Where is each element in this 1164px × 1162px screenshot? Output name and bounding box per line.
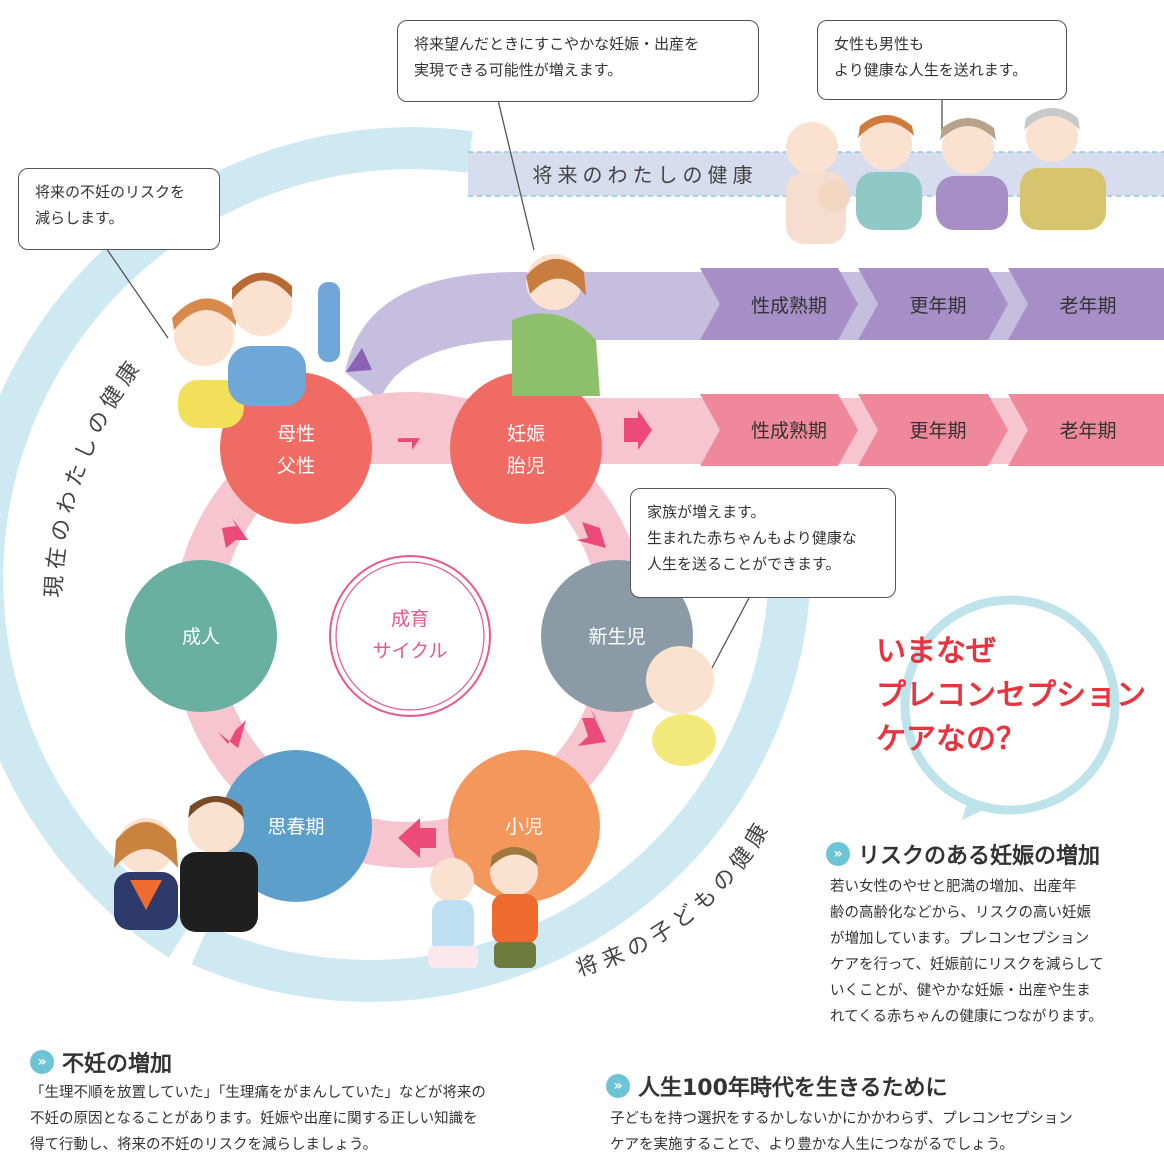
life100-body-line: 子どもを持つ選択をするかしないかにかかわらず、プレコンセプション [610, 1111, 1073, 1127]
question-line1: いまなぜ [876, 634, 996, 669]
chevron-right-icon: » [826, 842, 850, 866]
infertility-section-body: 「生理不順を放置していた」「生理痛をがまんしていた」などが将来の 不妊の原因とな… [30, 1080, 486, 1158]
purple-stage-1: 性成熟期 [751, 295, 827, 317]
pregnancy-label-1: 妊娠 [507, 423, 545, 445]
bubble-healthier-life: 女性も男性も より健康な人生を送れます。 [817, 20, 1067, 100]
risk-body-line: が増加しています。プレコンセプション [830, 931, 1090, 947]
risk-section-title: » リスクのある妊娠の増加 [826, 838, 1100, 870]
bubble-family-line1: 家族が増えます。 [647, 503, 766, 521]
maternal-circle [220, 372, 372, 524]
risk-body-line: 若い女性のやせと肥満の増加、出産年 [830, 879, 1077, 895]
risk-body-line: ケアを行って、妊娠前にリスクを減らして [830, 957, 1104, 973]
question-line2: プレコンセプション [876, 678, 1146, 713]
life100-title-text: 人生100年時代を生きるために [638, 1076, 948, 1101]
puberty-label: 思春期 [267, 816, 324, 838]
question-line3: ケアなの？ [876, 722, 1026, 757]
children-illustration [428, 847, 538, 968]
child-health-band [191, 559, 812, 1002]
family-illustration [786, 108, 1106, 244]
chevron-right-icon: » [606, 1074, 630, 1098]
pink-stage-2: 更年期 [909, 420, 966, 442]
pink-stages: 性成熟期 更年期 老年期 [700, 394, 1164, 466]
risk-body-line: れてくる赤ちゃんの健康につながります。 [830, 1009, 1103, 1025]
baby-illustration [646, 646, 716, 766]
infertility-section-title: » 不妊の増加 [30, 1046, 172, 1078]
teens-illustration [114, 796, 258, 932]
bubble-infertility-line2: 減らします。 [35, 209, 124, 227]
risk-body-line: 齢の高齢化などから、リスクの高い妊娠 [830, 905, 1091, 921]
pink-arrow-2 [624, 410, 652, 450]
infertility-body-line: 「生理不順を放置していた」「生理痛をがまんしていた」などが将来の [30, 1085, 486, 1101]
life100-body-line: ケアを実施することで、より豊かな人生につながるでしょう。 [610, 1137, 1014, 1153]
couple-illustration [172, 272, 340, 428]
purple-stages: 性成熟期 更年期 老年期 [700, 268, 1164, 340]
purple-stage-3: 老年期 [1059, 295, 1116, 317]
adult-label: 成人 [182, 626, 220, 648]
bubble-infertility-line1: 将来の不妊のリスクを [35, 183, 186, 201]
newborn-label: 新生児 [588, 626, 645, 648]
pink-stage-1: 性成熟期 [751, 420, 827, 442]
maternal-label-1: 母性 [277, 423, 315, 445]
life100-section-title: » 人生100年時代を生きるために [606, 1070, 947, 1102]
center-label-2: サイクル [372, 640, 447, 662]
risk-title-text: リスクのある妊娠の増加 [858, 844, 1101, 869]
infertility-body-line: 得て行動し、将来の不妊のリスクを減らしましょう。 [30, 1137, 378, 1153]
bubble-healthier-line1: 女性も男性も [834, 35, 925, 53]
chevron-right-icon: » [30, 1050, 54, 1074]
infertility-body-line: 不妊の原因となることがあります。妊娠や出産に関する正しい知識を [30, 1111, 478, 1127]
bubble-family-line3: 人生を送ることができます。 [647, 555, 841, 573]
child-label: 小児 [505, 816, 543, 838]
risk-section-body: 若い女性のやせと肥満の増加、出産年 齢の高齢化などから、リスクの高い妊娠 が増加… [830, 874, 1104, 1030]
bubble-family: 家族が増えます。 生まれた赤ちゃんもより健康な 人生を送ることができます。 [630, 488, 896, 598]
ring-arrows [218, 516, 606, 858]
pregnancy-circle [450, 372, 602, 524]
bubble-pregnancy-line2: 実現できる可能性が増えます。 [414, 61, 623, 79]
future-health-label: 将来のわたしの健康 [533, 163, 758, 187]
purple-arrow [346, 348, 372, 372]
adult-circle [125, 560, 277, 712]
svg-text:現在のわたしの健康: 現在のわたしの健康 [42, 353, 149, 598]
pregnant-woman-illustration [512, 254, 600, 396]
current-health-band [0, 127, 473, 958]
current-health-label: 現在のわたしの健康 [42, 353, 143, 598]
bubble-healthier-line2: より健康な人生を送れます。 [834, 61, 1028, 79]
risk-body-line: いくことが、健やかな妊娠・出産や生ま [830, 983, 1091, 999]
bubble-pregnancy: 将来望んだときにすこやかな妊娠・出産を 実現できる可能性が増えます。 [397, 20, 759, 102]
pink-stage-3: 老年期 [1059, 420, 1116, 442]
center-inner [335, 561, 485, 711]
purple-stage-2: 更年期 [909, 295, 966, 317]
infertility-title-text: 不妊の増加 [62, 1052, 173, 1077]
bubble-family-line2: 生まれた赤ちゃんもより健康な [647, 529, 857, 547]
maternal-label-2: 父性 [277, 455, 315, 477]
center-outer [329, 555, 491, 717]
bubble-pregnancy-line1: 将来望んだときにすこやかな妊娠・出産を [414, 35, 700, 53]
bubble-infertility-risk: 将来の不妊のリスクを 減らします。 [18, 168, 220, 250]
puberty-circle [220, 750, 372, 902]
question-heading: いまなぜ プレコンセプション ケアなの？ [876, 630, 1146, 762]
life100-section-body: 子どもを持つ選択をするかしないかにかかわらず、プレコンセプション ケアを実施する… [610, 1106, 1073, 1158]
center-label-1: 成育 [391, 608, 429, 630]
child-circle [448, 750, 600, 902]
question-bubble [900, 595, 1120, 815]
pregnancy-label-2: 胎児 [507, 455, 545, 477]
